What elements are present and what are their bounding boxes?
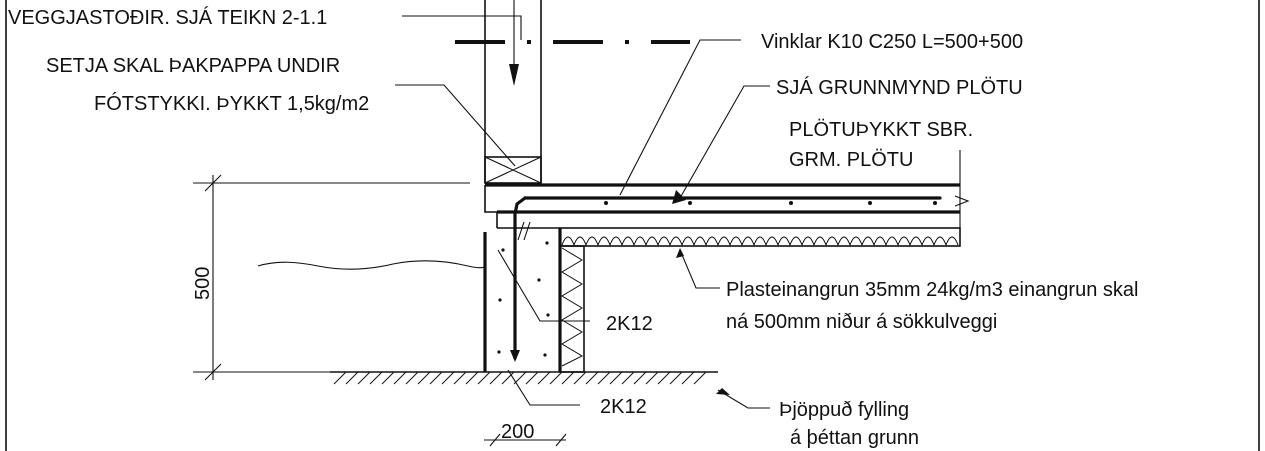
- dimension-height-label: 500: [192, 267, 214, 300]
- label-thakpappi-line2: FÓTSTYKKI. ÞYKKT 1,5kg/m2: [94, 92, 369, 115]
- label-rebar-upper: 2K12: [606, 313, 653, 335]
- label-plotuthykkt-line1: PLÖTUÞYKKT SBR.: [789, 119, 973, 141]
- label-vinklar: Vinklar K10 C250 L=500+500: [761, 31, 1023, 53]
- exterior-ground-wave: [257, 260, 486, 270]
- label-einangrun-line2: ná 500mm niður á sökkulveggi: [726, 311, 997, 333]
- label-thakpappi-line1: SETJA SKAL ÞAKPAPPA UNDIR: [46, 55, 340, 77]
- slab-insulation: [559, 227, 961, 247]
- dimension-width: 200: [484, 421, 567, 447]
- slab-rebar-dots: [604, 201, 937, 205]
- sole-plate: [484, 156, 542, 184]
- label-veggjastodir: VEGGJASTOÐIR. SJÁ TEIKN 2-1.1: [8, 6, 327, 29]
- leader-lines: [395, 15, 770, 409]
- label-plotuthykkt-line2: GRM. PLÖTU: [789, 149, 913, 171]
- label-grunnmynd: SJÁ GRUNNMYND PLÖTU: [776, 76, 1023, 99]
- dimension-height: 500: [192, 174, 470, 381]
- label-einangrun-line1: Plasteinangrun 35mm 24kg/m3 einangrun sk…: [726, 279, 1138, 301]
- floor-slab: [484, 150, 970, 230]
- ground-hatch: [330, 371, 718, 385]
- label-fylling-line1: Þjöppuð fylling: [779, 399, 909, 421]
- foundation-wall: [483, 196, 585, 373]
- label-fylling-line2: á þéttan grunn: [790, 427, 919, 449]
- stud-wall: [455, 0, 690, 183]
- label-rebar-lower: 2K12: [600, 396, 647, 418]
- dimension-width-label: 200: [501, 421, 534, 443]
